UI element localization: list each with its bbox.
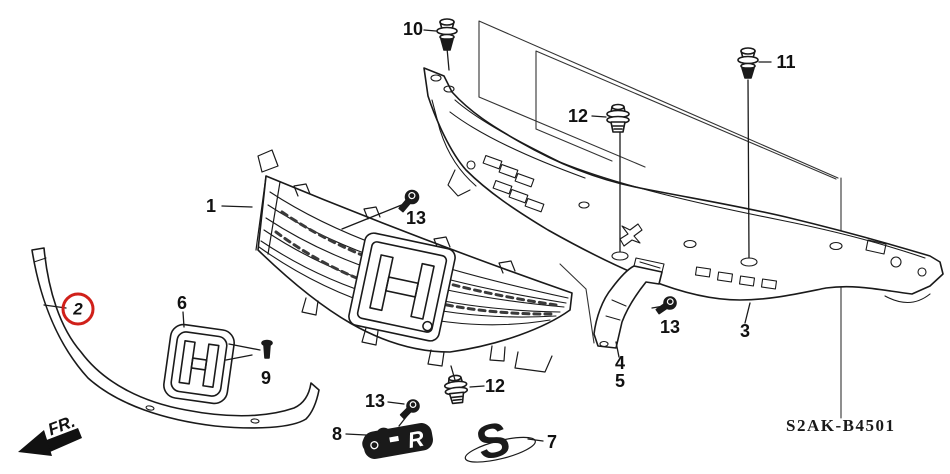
callout-8: 8: [331, 424, 343, 444]
grille-molding: [31, 247, 320, 429]
callout-2-highlighted: 2: [61, 292, 95, 326]
callout-6: 6: [176, 293, 188, 313]
callout-11: 11: [776, 52, 796, 72]
clip-10-icon: [436, 18, 458, 51]
badge-8-letter: R: [406, 426, 426, 453]
grille-stay-bracket: [593, 257, 665, 349]
callout-7: 7: [546, 432, 558, 452]
figure-code: S2AK-B4501: [786, 416, 896, 435]
front-lower-panel: [423, 67, 944, 304]
grommet-12b-icon: [443, 374, 469, 405]
front-grille: [255, 149, 573, 373]
callout-13a: 13: [405, 208, 427, 228]
clip-9-icon: [261, 339, 273, 359]
callout-10: 10: [402, 19, 424, 39]
phantom-outlines: [478, 20, 842, 419]
grommet-12a-icon: [606, 103, 630, 133]
badge-7: S: [464, 412, 536, 471]
callout-12b: 12: [484, 376, 506, 396]
clip-11-icon: [737, 47, 759, 79]
callout-3: 3: [739, 321, 751, 341]
callout-13c: 13: [364, 391, 386, 411]
callout-5: 5: [614, 371, 626, 391]
leader-lines: [43, 29, 772, 442]
screw-13b-icon: [655, 296, 677, 315]
screw-13c-icon: [399, 399, 420, 420]
grille-emblem-housing: [348, 232, 456, 342]
fr-direction-arrow: [18, 428, 82, 456]
callout-9: 9: [260, 368, 272, 388]
callout-1: 1: [205, 196, 217, 216]
badge-8: R: [362, 423, 433, 459]
callout-12a: 12: [567, 106, 589, 126]
callout-4: 4: [614, 353, 626, 373]
h-emblem: [163, 323, 235, 405]
callout-13b: 13: [659, 317, 681, 337]
